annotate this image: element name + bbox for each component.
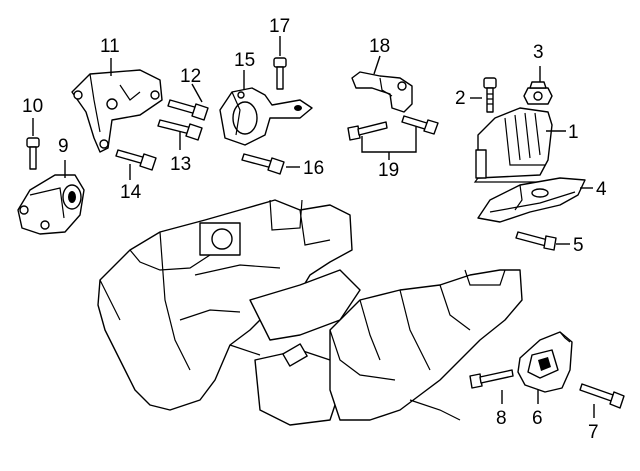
callout-15: 15 xyxy=(234,50,255,71)
callout-18: 18 xyxy=(369,36,390,57)
part-2-bolt xyxy=(483,77,497,113)
leader-12 xyxy=(191,83,203,103)
callout-11: 11 xyxy=(100,36,120,57)
callout-6: 6 xyxy=(532,408,543,429)
callout-14: 14 xyxy=(120,182,142,203)
callout-10: 10 xyxy=(22,96,43,117)
part-10-bolt xyxy=(26,137,40,170)
callout-1: 1 xyxy=(568,122,579,143)
part-6-lower-mount xyxy=(517,331,573,393)
part-11-bracket xyxy=(71,69,163,153)
callout-16: 16 xyxy=(303,158,324,179)
callout-2: 2 xyxy=(455,88,466,109)
part-4-bracket xyxy=(477,177,586,223)
part-1-engine-mount xyxy=(473,107,553,183)
part-17-bolt xyxy=(273,57,287,90)
callout-3: 3 xyxy=(533,42,544,63)
callout-19: 19 xyxy=(378,160,399,181)
part-7-bolt xyxy=(579,383,625,409)
callout-5: 5 xyxy=(573,235,584,256)
callout-9: 9 xyxy=(58,136,69,157)
leader-18 xyxy=(373,55,381,75)
body-frame-illustration xyxy=(97,199,523,426)
callout-13: 13 xyxy=(170,154,191,175)
callout-4: 4 xyxy=(596,179,607,200)
part-12-bolt xyxy=(167,99,209,121)
part-19-bolts xyxy=(347,115,439,141)
callout-7: 7 xyxy=(588,422,599,443)
part-18-mount-arm xyxy=(351,71,413,113)
callout-8: 8 xyxy=(496,408,507,429)
leader-lines xyxy=(32,36,595,418)
leader-19 xyxy=(361,126,417,160)
part-5-bolt xyxy=(515,231,557,251)
part-8-bolt xyxy=(469,369,514,389)
part-16-bolt xyxy=(241,153,285,175)
part-14-bolt xyxy=(115,149,157,171)
part-15-mount xyxy=(219,87,313,146)
part-3-nut xyxy=(523,81,553,105)
callout-17: 17 xyxy=(269,16,290,37)
part-13-bolt xyxy=(157,119,203,141)
part-9-mount xyxy=(17,174,85,235)
callout-labels: 1 2 3 4 5 6 7 8 9 10 11 12 13 14 15 16 1… xyxy=(22,16,607,443)
callout-12: 12 xyxy=(180,66,201,87)
